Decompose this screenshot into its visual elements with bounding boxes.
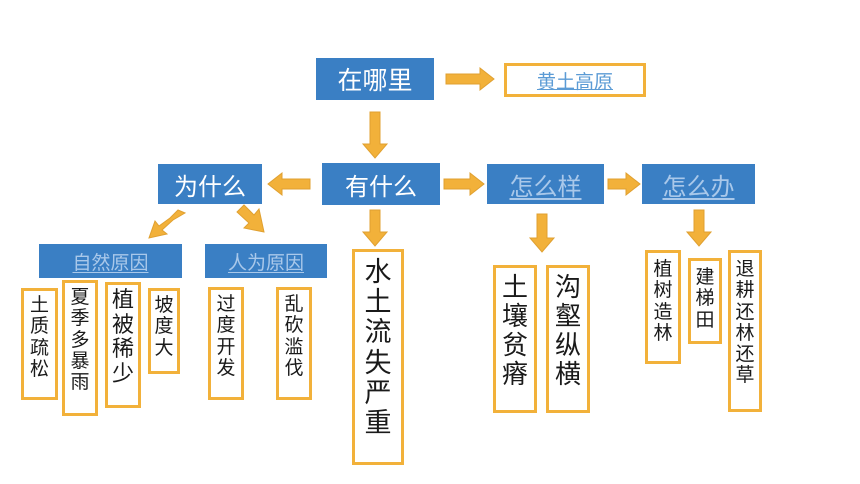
cause-natural-1-text: 土质疏松 bbox=[29, 294, 49, 380]
effect-1-text: 土壤贫瘠 bbox=[501, 273, 528, 391]
arrow-howis-to-effects bbox=[528, 213, 556, 253]
node-natural-causes[interactable]: 自然原因 bbox=[39, 244, 182, 278]
cause-natural-1: 土质疏松 bbox=[21, 288, 58, 400]
arrow-why-to-human bbox=[236, 204, 265, 233]
cause-natural-2: 夏季多暴雨 bbox=[62, 280, 98, 416]
problem-box: 水土流失严重 bbox=[352, 249, 404, 465]
node-where: 在哪里 bbox=[316, 58, 434, 100]
cause-human-1: 过度开发 bbox=[208, 287, 244, 400]
arrow-what-to-howis bbox=[443, 171, 485, 197]
solution-2: 建梯田 bbox=[688, 258, 722, 344]
arrow-where-to-what bbox=[361, 111, 389, 159]
node-what: 有什么 bbox=[322, 163, 440, 205]
cause-natural-2-text: 夏季多暴雨 bbox=[70, 286, 90, 394]
effect-2-text: 沟壑纵横 bbox=[554, 273, 581, 391]
cause-human-2: 乱砍滥伐 bbox=[276, 287, 312, 400]
arrow-howis-to-howto bbox=[607, 171, 641, 197]
solution-1-text: 植树造林 bbox=[653, 258, 673, 344]
arrow-what-to-problem bbox=[361, 209, 389, 247]
solution-3-text: 退耕还林还草 bbox=[735, 258, 755, 387]
cause-natural-4-text: 坡度大 bbox=[154, 294, 174, 359]
solution-2-text: 建梯田 bbox=[695, 266, 715, 331]
node-why: 为什么 bbox=[158, 164, 262, 204]
arrow-what-to-why bbox=[267, 171, 311, 197]
node-human-causes[interactable]: 人为原因 bbox=[205, 244, 327, 278]
arrow-where-to-answer bbox=[445, 66, 495, 92]
cause-natural-3-text: 植被稀少 bbox=[111, 288, 134, 387]
node-how-to[interactable]: 怎么办 bbox=[642, 164, 755, 204]
node-where-answer[interactable]: 黄土高原 bbox=[504, 63, 646, 97]
cause-human-2-text: 乱砍滥伐 bbox=[284, 293, 304, 379]
solution-1: 植树造林 bbox=[645, 250, 681, 364]
cause-natural-4: 坡度大 bbox=[148, 288, 180, 374]
arrow-howto-to-solutions bbox=[685, 209, 713, 247]
solution-3: 退耕还林还草 bbox=[728, 250, 762, 412]
node-how-is[interactable]: 怎么样 bbox=[487, 164, 604, 204]
cause-human-1-text: 过度开发 bbox=[216, 293, 236, 379]
cause-natural-3: 植被稀少 bbox=[105, 282, 141, 408]
problem-text: 水土流失严重 bbox=[364, 257, 392, 440]
arrow-why-to-natural bbox=[148, 209, 187, 239]
effect-1: 土壤贫瘠 bbox=[493, 265, 537, 413]
effect-2: 沟壑纵横 bbox=[546, 265, 590, 413]
